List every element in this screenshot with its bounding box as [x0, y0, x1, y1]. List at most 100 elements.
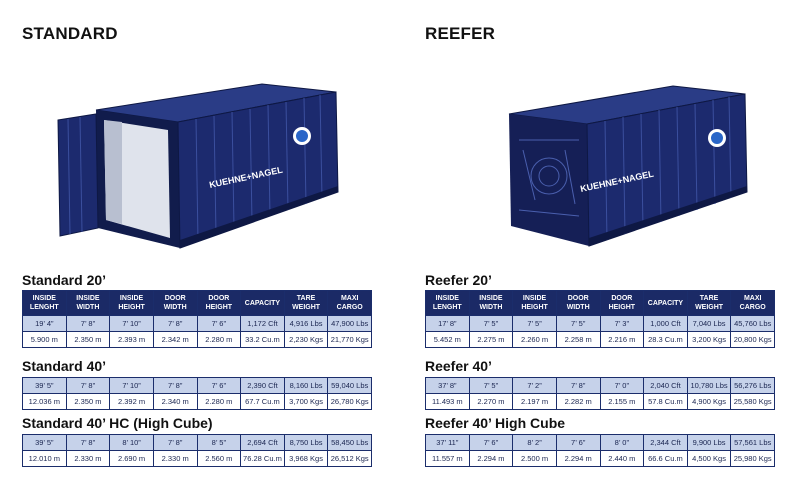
cell: 7’ 8” — [65, 377, 111, 394]
std40-table: 39’ 5” 7’ 8” 7’ 10” 7’ 8” 7’ 6” 2,390 Cf… — [22, 377, 372, 410]
cell: 8,750 Lbs — [283, 434, 329, 451]
cell: 7’ 5” — [555, 315, 601, 332]
cell: 66.6 Cu.m — [643, 450, 688, 467]
cell: 2.258 m — [555, 331, 601, 348]
imperial-row: 17’ 8” 7’ 5” 7’ 5” 7’ 5” 7’ 3” 1,000 Cft… — [425, 315, 775, 332]
cell: 3,200 Kgs — [686, 331, 732, 348]
cell: 8’ 5” — [196, 434, 242, 451]
cell: 7’ 6” — [555, 434, 601, 451]
cell: 2.500 m — [512, 450, 557, 467]
imperial-row: 37’ 11” 7’ 6” 8’ 2” 7’ 6” 8’ 0” 2,344 Cf… — [425, 434, 775, 451]
imperial-row: 37’ 8” 7’ 5” 7’ 2” 7’ 8” 7’ 0” 2,040 Cft… — [425, 377, 775, 394]
cell: 47,900 Lbs — [327, 315, 372, 332]
cell: 8,160 Lbs — [283, 377, 329, 394]
cell: 7’ 5” — [512, 315, 557, 332]
ref20-title: Reefer 20’ — [425, 272, 492, 288]
std20-title: Standard 20’ — [22, 272, 107, 288]
cell: 59,040 Lbs — [327, 377, 372, 394]
cell: 17’ 8” — [425, 315, 470, 332]
cell: 1,172 Cft — [240, 315, 285, 332]
cell: 37’ 11” — [425, 434, 470, 451]
std40hc-title: Standard 40’ HC (High Cube) — [22, 415, 213, 431]
col-capacity: CAPACITY — [240, 290, 285, 316]
cell: 26,780 Kgs — [327, 393, 372, 410]
cell: 11.493 m — [425, 393, 470, 410]
cell: 2.393 m — [109, 331, 154, 348]
cell: 33.2 Cu.m — [240, 331, 285, 348]
cell: 7’ 8” — [152, 434, 198, 451]
cell: 2,344 Cft — [643, 434, 688, 451]
cell: 2.275 m — [468, 331, 514, 348]
cell: 26,512 Kgs — [327, 450, 372, 467]
cell: 5.900 m — [22, 331, 67, 348]
cell: 7’ 10” — [109, 377, 154, 394]
standard-heading: STANDARD — [22, 24, 118, 43]
cell: 4,500 Kgs — [686, 450, 732, 467]
cell: 7’ 8” — [65, 315, 111, 332]
cell: 2.260 m — [512, 331, 557, 348]
cell: 2.197 m — [512, 393, 557, 410]
cell: 2,390 Cft — [240, 377, 285, 394]
cell: 2.294 m — [555, 450, 601, 467]
cell: 56,276 Lbs — [730, 377, 775, 394]
cell: 8’ 0” — [599, 434, 645, 451]
ref40-table: 37’ 8” 7’ 5” 7’ 2” 7’ 8” 7’ 0” 2,040 Cft… — [425, 377, 775, 410]
cell: 2.270 m — [468, 393, 514, 410]
imperial-row: 19’ 4” 7’ 8” 7’ 10” 7’ 8” 7’ 6” 1,172 Cf… — [22, 315, 372, 332]
cell: 2.155 m — [599, 393, 645, 410]
cell: 7’ 0” — [599, 377, 645, 394]
cell: 39’ 5” — [22, 377, 67, 394]
cell: 2.560 m — [196, 450, 242, 467]
cell: 1,000 Cft — [643, 315, 688, 332]
imperial-row: 39’ 5” 7’ 8” 7’ 10” 7’ 8” 7’ 6” 2,390 Cf… — [22, 377, 372, 394]
cell: 7’ 8” — [152, 377, 198, 394]
cell: 2.294 m — [468, 450, 514, 467]
cell: 12.010 m — [22, 450, 67, 467]
cell: 7’ 2” — [512, 377, 557, 394]
cell: 67.7 Cu.m — [240, 393, 285, 410]
cell: 7’ 3” — [599, 315, 645, 332]
cell: 5.452 m — [425, 331, 470, 348]
cell: 2.392 m — [109, 393, 154, 410]
cell: 7’ 6” — [468, 434, 514, 451]
ref40-title: Reefer 40’ — [425, 358, 492, 374]
std40-title: Standard 40’ — [22, 358, 107, 374]
cell: 2,230 Kgs — [283, 331, 329, 348]
cell: 2.330 m — [65, 450, 111, 467]
cell: 2.350 m — [65, 331, 111, 348]
metric-row: 12.010 m 2.330 m 2.690 m 2.330 m 2.560 m… — [22, 450, 372, 467]
cell: 2.440 m — [599, 450, 645, 467]
cell: 57,561 Lbs — [730, 434, 775, 451]
cell: 2.282 m — [555, 393, 601, 410]
metric-row: 12.036 m 2.350 m 2.392 m 2.340 m 2.280 m… — [22, 393, 372, 410]
cell: 7,040 Lbs — [686, 315, 732, 332]
cell: 2.330 m — [152, 450, 198, 467]
col-capacity: CAPACITY — [643, 290, 688, 316]
cell: 10,780 Lbs — [686, 377, 732, 394]
cell: 12.036 m — [22, 393, 67, 410]
cell: 7’ 8” — [65, 434, 111, 451]
metric-row: 11.557 m 2.294 m 2.500 m 2.294 m 2.440 m… — [425, 450, 775, 467]
std40hc-table: 39’ 5” 7’ 8” 8’ 10” 7’ 8” 8’ 5” 2,694 Cf… — [22, 434, 372, 467]
cell: 3,700 Kgs — [283, 393, 329, 410]
cell: 7’ 5” — [468, 315, 514, 332]
cell: 2.350 m — [65, 393, 111, 410]
cell: 21,770 Kgs — [327, 331, 372, 348]
cell: 7’ 6” — [196, 377, 242, 394]
cell: 8’ 2” — [512, 434, 557, 451]
cell: 2.690 m — [109, 450, 154, 467]
cell: 8’ 10” — [109, 434, 154, 451]
cell: 2,694 Cft — [240, 434, 285, 451]
cell: 37’ 8” — [425, 377, 470, 394]
ref40hc-table: 37’ 11” 7’ 6” 8’ 2” 7’ 6” 8’ 0” 2,344 Cf… — [425, 434, 775, 467]
